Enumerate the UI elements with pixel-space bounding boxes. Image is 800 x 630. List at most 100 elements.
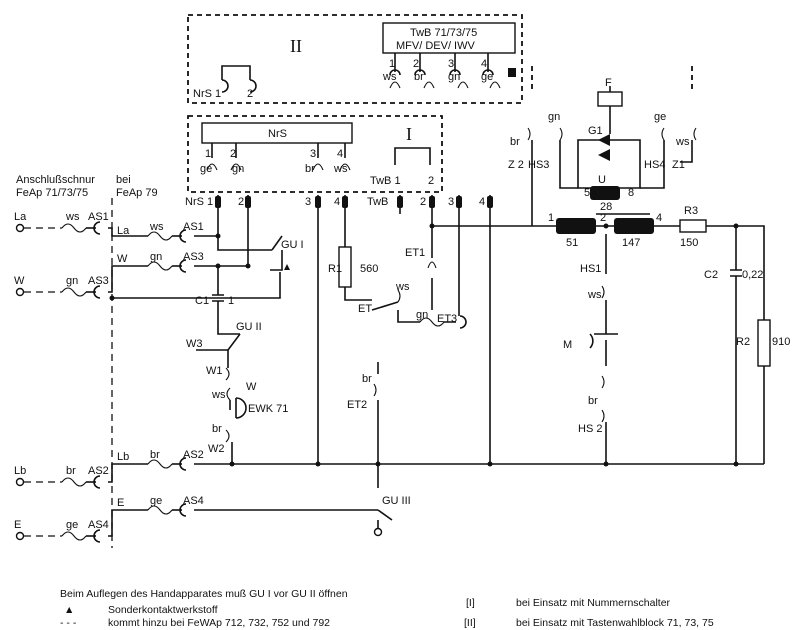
box-i-legend-label: bei Einsatz mit Nummernschalter — [516, 597, 671, 609]
w-cord-label: W — [14, 275, 25, 287]
box-ii-contact-1 — [221, 79, 229, 93]
twb-br-label: br — [414, 71, 424, 83]
box-i-legend-marker: [I] — [466, 597, 475, 609]
e-cord-label: E — [14, 519, 21, 531]
nrs-block-label: NrS — [268, 128, 287, 140]
nrs-ws-label: ws — [333, 163, 348, 175]
et-label: ET — [358, 303, 372, 315]
box-ii-contact-2 — [249, 79, 257, 93]
la-cord-label: La — [14, 211, 27, 223]
twb1-label: TwB 1 — [370, 175, 401, 187]
f-label: F — [605, 77, 612, 89]
la-line — [15, 214, 219, 243]
nrs-ge-label: ge — [200, 163, 212, 175]
r3-value: 150 — [680, 237, 698, 249]
tr-pin-4: 4 — [656, 212, 662, 224]
twb-title-line1: TwB 71/73/75 — [410, 27, 477, 39]
as1-label-b: AS1 — [183, 221, 204, 233]
triangle-legend-icon: ▲ — [64, 604, 75, 616]
la-feap79-label: La — [117, 225, 130, 237]
tr-5-label: 5 — [584, 187, 590, 199]
lb-line — [15, 457, 764, 489]
et-contacts — [371, 214, 491, 464]
term-twb-label: TwB — [367, 196, 388, 208]
w-line — [15, 214, 249, 299]
g1-label: G1 — [588, 125, 603, 137]
twb-2-label: 2 — [428, 175, 434, 187]
z1-label: Z1 — [672, 159, 685, 171]
z1-ws-label: ws — [675, 136, 690, 148]
twb-pin-3: 3 — [448, 58, 454, 70]
et2-br-label: br — [362, 373, 372, 385]
box-ii-legend-label: bei Einsatz mit Tastenwahlblock 71, 73, … — [516, 617, 714, 629]
twb-contacts — [389, 53, 516, 89]
r1-resistor — [338, 246, 372, 301]
lb-br-label: br — [66, 465, 76, 477]
w1-ws-label: ws — [211, 389, 226, 401]
r2-value: 910 — [772, 336, 790, 348]
twb-ge-label: ge — [481, 71, 493, 83]
w-gn2-label: gn — [150, 251, 162, 263]
et3-label: ET3 — [437, 313, 457, 325]
terminal-row — [215, 195, 493, 214]
cord-title: Anschlußschnur — [16, 174, 95, 186]
tr-28-label: 28 — [600, 201, 612, 213]
box-i-frame — [187, 115, 443, 193]
roman-i-label: I — [406, 124, 412, 144]
twb-pin-1: 1 — [389, 58, 395, 70]
ewk-label: EWK 71 — [248, 403, 288, 415]
feap79-label: FeAp 79 — [116, 187, 158, 199]
w1-label: W1 — [206, 365, 223, 377]
g1-rectifier — [577, 86, 641, 189]
r1-value: 560 — [360, 263, 378, 275]
roman-ii-label: II — [290, 36, 302, 56]
hs3-label: HS3 — [528, 159, 549, 171]
as4-label-b: AS4 — [183, 495, 204, 507]
as1-label-a: AS1 — [88, 211, 109, 223]
twb-pin-2: 2 — [413, 58, 419, 70]
nrs-pin-1: 1 — [205, 148, 211, 160]
term-4a-label: 4 — [334, 196, 340, 208]
et-gn-label: gn — [416, 309, 428, 321]
microphone-branch — [589, 234, 618, 464]
box-ii-nrs-bridge — [221, 65, 251, 80]
gu-iii-label: GU III — [382, 495, 411, 507]
lb-feap79-label: Lb — [117, 451, 129, 463]
nrs-br-label: br — [305, 163, 315, 175]
w2-br-label: br — [212, 423, 222, 435]
ewk-chain — [196, 349, 247, 464]
terminal-verticals — [317, 214, 346, 464]
box-ii-legend-marker: [II] — [464, 617, 476, 629]
term-3b-label: 3 — [448, 196, 454, 208]
la-ws-label: ws — [65, 211, 80, 223]
gu-i-label: GU I — [281, 239, 304, 251]
z2-label: Z 2 — [508, 159, 524, 171]
et1-label: ET1 — [405, 247, 425, 259]
gu-i-switch — [112, 235, 290, 299]
as4-label-a: AS4 — [88, 519, 109, 531]
tr-147-label: 147 — [622, 237, 640, 249]
as2-label-b: AS2 — [183, 449, 204, 461]
box-ii-2-label: 2 — [247, 88, 253, 100]
lb-br2-label: br — [150, 449, 160, 461]
ewk-w-label: W — [246, 381, 257, 393]
box-ii-frame — [187, 14, 523, 104]
w-feap79-label: W — [117, 253, 128, 265]
nrs-pin-3: 3 — [310, 148, 316, 160]
nrs-gn-label: gn — [232, 163, 244, 175]
gu-iii-switch — [373, 464, 393, 537]
gu-ii-switch — [217, 322, 241, 368]
as3-label-a: AS3 — [88, 275, 109, 287]
term-4b-label: 4 — [479, 196, 485, 208]
w3-label: W3 — [186, 338, 203, 350]
c2-value: 0,22 — [742, 269, 763, 281]
e-ge-label: ge — [66, 519, 78, 531]
hs2-br-label: br — [588, 395, 598, 407]
la-ws2-label: ws — [149, 221, 164, 233]
e-ge2-label: ge — [150, 495, 162, 507]
as2-label-a: AS2 — [88, 465, 109, 477]
r1-label: R1 — [328, 263, 342, 275]
hs-z-contacts — [527, 66, 697, 226]
hs1-label: HS1 — [580, 263, 601, 275]
